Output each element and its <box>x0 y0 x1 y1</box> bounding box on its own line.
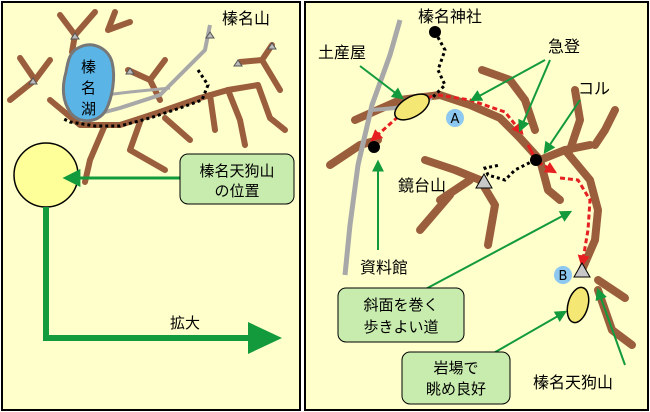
shrine-label: 榛名神社 <box>418 7 482 26</box>
right-road <box>342 19 403 276</box>
right-callout-arrows <box>359 59 626 366</box>
rock-callout-line1: 岩場で <box>433 359 478 377</box>
rock-callout-line2: 眺め良好 <box>426 380 486 398</box>
left-road <box>104 24 212 114</box>
slope-callout <box>337 287 465 343</box>
tengu-position-circle <box>13 142 79 208</box>
lake-label-3: 湖 <box>81 100 96 118</box>
haruna-san-label: 榛名山 <box>222 9 270 28</box>
kagamidai-label: 鏡台山 <box>398 176 446 195</box>
kagamidai-trail <box>482 158 536 182</box>
zoom-label: 拡大 <box>170 314 200 332</box>
museum-label: 資料館 <box>360 258 408 277</box>
shop-label: 土産屋 <box>318 43 366 62</box>
rock-callout <box>401 351 511 405</box>
col-label: コル <box>578 79 610 98</box>
position-callout-line2: の位置 <box>214 182 259 200</box>
left-trail <box>61 69 210 128</box>
tengu-summit <box>573 261 591 278</box>
left-summits <box>28 31 277 85</box>
slope-callout-line1: 斜面を巻く <box>363 296 438 314</box>
zoom-arrowhead <box>248 322 282 354</box>
point-a-marker <box>446 109 464 127</box>
point-b-label: B <box>559 269 568 284</box>
museum-point <box>368 141 380 153</box>
kagamidai-summit <box>475 172 493 189</box>
lake-haruna <box>61 43 116 123</box>
lake-label-2: 名 <box>81 79 96 97</box>
shrine-trail <box>430 31 447 100</box>
point-a-label: A <box>451 112 460 127</box>
slope-callout-line2: 歩きよい道 <box>363 318 438 336</box>
tengu-label: 榛名天狗山 <box>533 373 613 392</box>
left-overview-panel: 榛名山 榛 名 湖 榛名天狗山 の位置 拡大 <box>1 1 301 411</box>
position-callout-line1: 榛名天狗山 <box>199 162 274 180</box>
position-callout <box>179 153 295 205</box>
lake-label-1: 榛 <box>81 58 96 76</box>
point-b-marker <box>554 266 572 284</box>
col-point <box>530 154 542 166</box>
rock-highlight <box>566 286 590 324</box>
right-detail-panel: A B 榛名神社 土産屋 急登 コル 鏡台山 資料館 榛名天狗山 斜面を巻く 歩… <box>304 1 649 411</box>
zoom-arrow <box>43 207 252 341</box>
steep-label: 急登 <box>548 37 580 56</box>
shrine-point <box>429 26 441 38</box>
shop-highlight <box>394 93 430 121</box>
